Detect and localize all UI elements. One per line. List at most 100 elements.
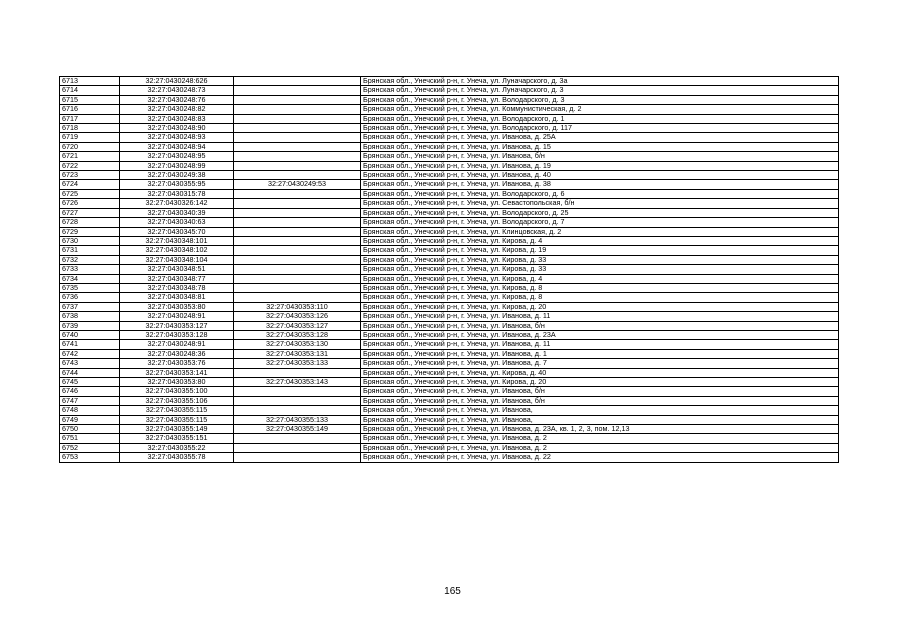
linked-cadastral-number-cell [233, 132, 361, 143]
linked-cadastral-number-cell [233, 188, 361, 200]
address-cell: Брянская обл., Унечский р-н, г. Унеча, у… [360, 395, 839, 407]
row-number-cell: 6733 [59, 264, 120, 275]
row-number-cell: 6745 [59, 376, 120, 388]
page-number: 165 [444, 586, 461, 597]
row-number-cell: 6722 [59, 160, 120, 172]
linked-cadastral-number-cell: 32:27:0430355:149 [233, 424, 361, 435]
linked-cadastral-number-cell [233, 386, 361, 397]
linked-cadastral-number-cell: 32:27:0430249:53 [233, 179, 361, 190]
row-number-cell: 6743 [59, 358, 120, 369]
cadastral-number-cell: 32:27:0430348:78 [119, 282, 234, 294]
row-number-cell: 6740 [59, 329, 120, 341]
row-number-cell: 6721 [59, 151, 120, 162]
linked-cadastral-number-cell [233, 207, 361, 219]
linked-cadastral-number-cell: 32:27:0430353:110 [233, 301, 361, 313]
linked-cadastral-number-cell [233, 94, 361, 106]
linked-cadastral-number-cell [233, 282, 361, 294]
linked-cadastral-number-cell [233, 254, 361, 266]
linked-cadastral-number-cell: 32:27:0430353:127 [233, 320, 361, 331]
address-cell: Брянская обл., Унечский р-н, г. Унеча, у… [360, 386, 839, 397]
cadastral-number-cell: 32:27:0430248:76 [119, 94, 234, 106]
cadastral-number-cell: 32:27:0430248:91 [119, 311, 234, 322]
address-cell: Брянская обл., Унечский р-н, г. Унеча, у… [360, 198, 839, 209]
address-cell: Брянская обл., Унечский р-н, г. Унеча, у… [360, 217, 839, 228]
cadastral-number-cell: 32:27:0430355:149 [119, 424, 234, 435]
address-cell: Брянская обл., Унечский р-н, г. Унеча, у… [360, 245, 839, 256]
linked-cadastral-number-cell: 32:27:0430353:128 [233, 329, 361, 341]
row-number-cell: 6726 [59, 198, 120, 209]
linked-cadastral-number-cell [233, 198, 361, 209]
row-number-cell: 6725 [59, 188, 120, 200]
row-number-cell: 6744 [59, 367, 120, 379]
row-number-cell: 6730 [59, 235, 120, 247]
cadastral-number-cell: 32:27:0430348:101 [119, 235, 234, 247]
row-number-cell: 6747 [59, 395, 120, 407]
row-number-cell: 6735 [59, 282, 120, 294]
cadastral-number-cell: 32:27:0430355:95 [119, 179, 234, 190]
cadastral-number-cell: 32:27:0430355:78 [119, 452, 234, 463]
address-cell: Брянская обл., Унечский р-н, г. Унеча, у… [360, 94, 839, 106]
linked-cadastral-number-cell: 32:27:0430353:130 [233, 339, 361, 350]
row-number-cell: 6713 [59, 75, 120, 87]
address-cell: Брянская обл., Унечский р-н, г. Унеча, у… [360, 113, 839, 125]
linked-cadastral-number-cell: 32:27:0430353:133 [233, 358, 361, 369]
cadastral-number-cell: 32:27:0430248:83 [119, 113, 234, 125]
row-number-cell: 6741 [59, 339, 120, 350]
row-number-cell: 6732 [59, 254, 120, 266]
linked-cadastral-number-cell [233, 442, 361, 454]
cadastral-number-cell: 32:27:0430248:90 [119, 123, 234, 134]
cadastral-number-cell: 32:27:0430345:70 [119, 226, 234, 237]
address-cell: Брянская обл., Унечский р-н, г. Унеча, у… [360, 405, 839, 416]
linked-cadastral-number-cell [233, 433, 361, 444]
linked-cadastral-number-cell [233, 367, 361, 379]
row-number-cell: 6750 [59, 424, 120, 435]
address-cell: Брянская обл., Унечский р-н, г. Унеча, у… [360, 358, 839, 369]
address-cell: Брянская обл., Унечский р-н, г. Унеча, у… [360, 433, 839, 444]
row-number-cell: 6729 [59, 226, 120, 237]
cadastral-number-cell: 32:27:0430355:100 [119, 386, 234, 397]
address-cell: Брянская обл., Унечский р-н, г. Унеча, у… [360, 85, 839, 96]
row-number-cell: 6714 [59, 85, 120, 96]
row-number-cell: 6752 [59, 442, 120, 454]
address-cell: Брянская обл., Унечский р-н, г. Унеча, у… [360, 75, 839, 87]
cadastral-number-cell: 32:27:0430348:104 [119, 254, 234, 266]
row-number-cell: 6734 [59, 273, 120, 284]
linked-cadastral-number-cell [233, 405, 361, 416]
address-cell: Брянская обл., Унечский р-н, г. Унеча, у… [360, 339, 839, 350]
address-cell: Брянская обл., Унечский р-н, г. Унеча, у… [360, 442, 839, 454]
cadastral-number-cell: 32:27:0430340:63 [119, 217, 234, 228]
address-cell: Брянская обл., Унечский р-н, г. Унеча, у… [360, 188, 839, 200]
linked-cadastral-number-cell [233, 452, 361, 463]
address-cell: Брянская обл., Унечский р-н, г. Унеча, у… [360, 226, 839, 237]
linked-cadastral-number-cell [233, 264, 361, 275]
address-cell: Брянская обл., Унечский р-н, г. Унеча, у… [360, 123, 839, 134]
row-number-cell: 6746 [59, 386, 120, 397]
cadastral-number-cell: 32:27:0430355:151 [119, 433, 234, 444]
row-number-cell: 6723 [59, 170, 120, 181]
cadastral-number-cell: 32:27:0430355:22 [119, 442, 234, 454]
row-number-cell: 6738 [59, 311, 120, 322]
